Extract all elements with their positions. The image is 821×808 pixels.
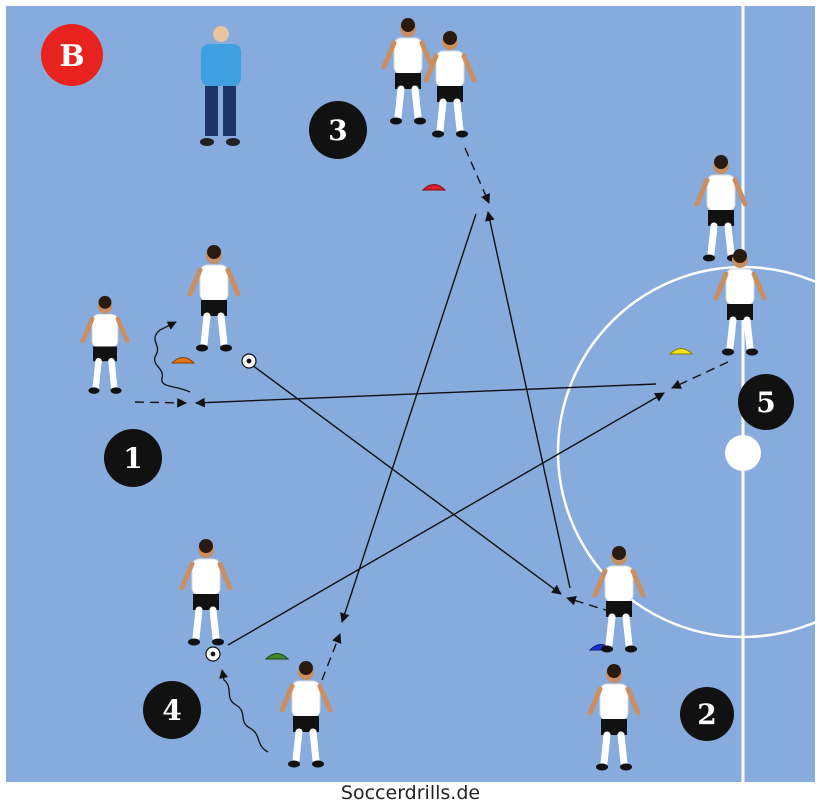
player-station-5-b bbox=[713, 249, 767, 356]
run-lines bbox=[134, 147, 729, 681]
pass-2-to-3 bbox=[485, 211, 571, 589]
pass-lines bbox=[195, 211, 665, 646]
variant-label: B bbox=[59, 39, 84, 74]
dribble-path-1 bbox=[154, 321, 191, 393]
player-station-2-b bbox=[587, 664, 641, 771]
station-badge-2: 2 bbox=[680, 687, 734, 741]
cone-red bbox=[421, 184, 447, 191]
station-badge-5: 5 bbox=[738, 374, 794, 430]
player-station-3-b bbox=[423, 31, 477, 138]
player-station-4-b bbox=[279, 661, 333, 768]
station-label-2: 2 bbox=[697, 698, 716, 731]
run-to-3 bbox=[464, 147, 490, 204]
pass-1-to-2 bbox=[251, 364, 562, 595]
pass-5-to-1 bbox=[195, 383, 657, 408]
station-badge-4: 4 bbox=[143, 681, 201, 739]
run-to-4 bbox=[321, 633, 342, 681]
cone-green bbox=[264, 653, 290, 660]
station-badge-1: 1 bbox=[104, 429, 162, 487]
pass-3-to-4 bbox=[340, 213, 477, 623]
station-label-5: 5 bbox=[756, 386, 775, 419]
pass-4-to-5 bbox=[227, 392, 665, 646]
players bbox=[80, 18, 767, 771]
run-to-1 bbox=[134, 397, 187, 408]
run-to-5 bbox=[671, 361, 729, 389]
run-to-2 bbox=[566, 595, 613, 613]
player-station-1-waiting bbox=[80, 295, 130, 394]
coach-figure bbox=[200, 26, 241, 146]
watermark: Soccerdrills.de bbox=[340, 782, 481, 804]
cone-yellow bbox=[668, 348, 694, 355]
ball-4 bbox=[205, 646, 221, 662]
station-label-3: 3 bbox=[328, 114, 347, 147]
player-station-3-a bbox=[381, 18, 435, 125]
station-badge-3: 3 bbox=[309, 101, 367, 159]
centre-spot bbox=[725, 435, 761, 471]
player-station-1-dribbling bbox=[187, 245, 241, 352]
player-station-4-a bbox=[179, 539, 233, 646]
ball-1 bbox=[241, 353, 257, 369]
station-label-1: 1 bbox=[123, 442, 142, 475]
cone-orange bbox=[170, 357, 196, 364]
dribble-path-4 bbox=[219, 669, 269, 753]
player-station-2-a bbox=[592, 546, 646, 653]
station-label-4: 4 bbox=[162, 694, 181, 727]
variant-badge: B bbox=[41, 24, 103, 86]
